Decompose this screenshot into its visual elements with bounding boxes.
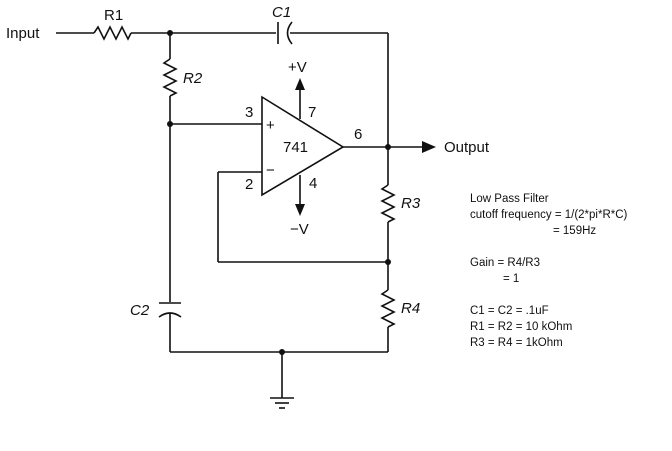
vplus-label: +V xyxy=(288,59,307,76)
opamp-plus-sign: + xyxy=(266,117,275,134)
pin4-label: 4 xyxy=(309,175,317,192)
r1-label: R1 xyxy=(104,7,123,24)
opamp-741 xyxy=(261,95,345,197)
vminus-arrow xyxy=(295,204,305,216)
note-cutoff-formula: cutoff frequency = 1/(2*pi*R*C) xyxy=(470,209,628,221)
r4-resistor xyxy=(380,289,396,328)
r2-resistor xyxy=(162,58,178,97)
r3-resistor xyxy=(380,184,396,223)
vplus-arrow xyxy=(295,78,305,90)
r1-resistor xyxy=(93,25,132,41)
r3-label: R3 xyxy=(401,195,421,212)
vminus-label: −V xyxy=(290,221,309,238)
note-gain-value: = 1 xyxy=(503,273,519,285)
r4-label: R4 xyxy=(401,300,420,317)
junction-r3-r4 xyxy=(385,259,391,265)
pin3-label: 3 xyxy=(245,104,253,121)
opamp-label: 741 xyxy=(283,139,308,156)
c2-label: C2 xyxy=(130,302,150,319)
note-cutoff-value: = 159Hz xyxy=(553,225,596,237)
note-title: Low Pass Filter xyxy=(470,193,549,205)
note-capacitors: C1 = C2 = .1uF xyxy=(470,305,549,317)
input-label: Input xyxy=(6,25,40,42)
pin6-label: 6 xyxy=(354,126,362,143)
r2-label: R2 xyxy=(183,70,203,87)
output-arrow xyxy=(422,141,436,153)
c1-plate-right xyxy=(286,21,293,45)
c1-label: C1 xyxy=(272,4,291,21)
note-r1-r2: R1 = R2 = 10 kOhm xyxy=(470,321,572,333)
opamp-minus-sign: − xyxy=(266,162,275,179)
note-gain-formula: Gain = R4/R3 xyxy=(470,257,540,269)
pin2-label: 2 xyxy=(245,176,253,193)
note-r3-r4: R3 = R4 = 1kOhm xyxy=(470,337,563,349)
pin7-label: 7 xyxy=(308,104,316,121)
output-label: Output xyxy=(444,139,490,156)
